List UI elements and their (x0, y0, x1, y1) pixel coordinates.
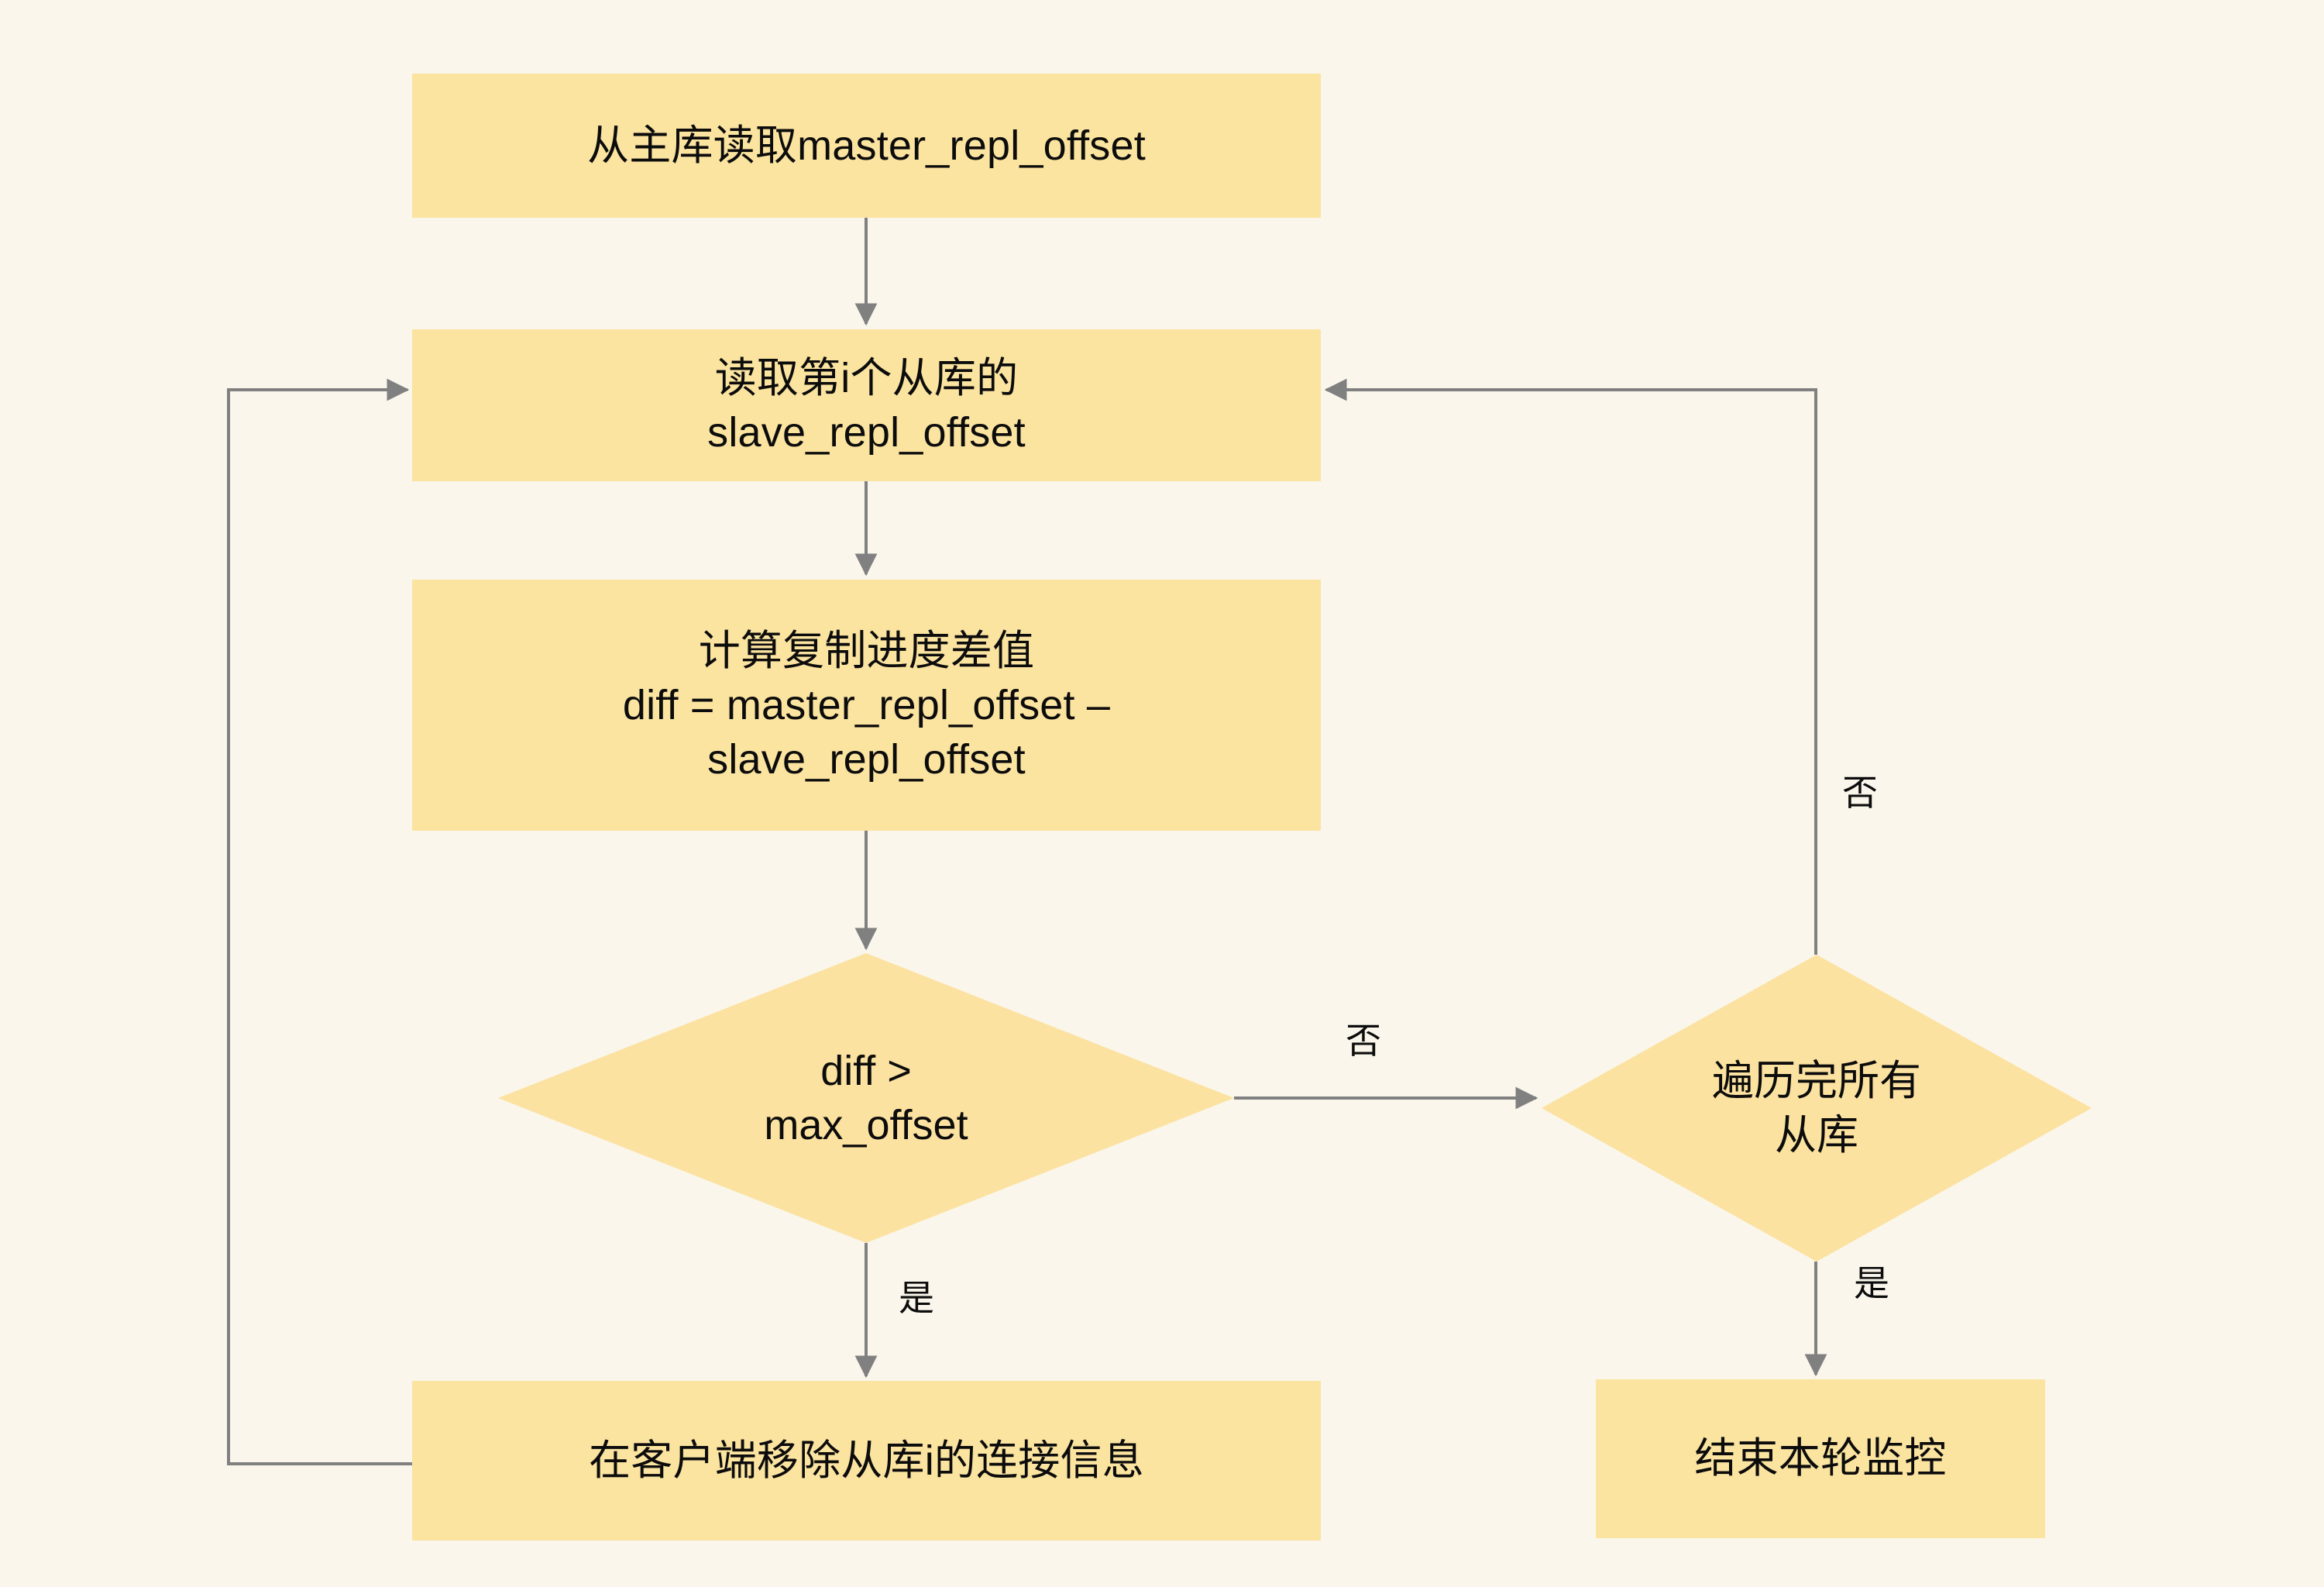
node-diff-check[interactable]: diff > max_offset (498, 953, 1234, 1243)
edge-remove-loop-to-slave (227, 378, 412, 1465)
node-calc-diff-label: 计算复制进度差值 diff = master_repl_offset – sla… (622, 627, 1111, 783)
node-read-slave-label: 读取第i个从库的 slave_repl_offset (707, 354, 1026, 456)
node-all-traversed[interactable]: 遍历完所有 从库 (1542, 955, 2092, 1262)
node-remove-slave-label: 在客户端移除从库i的连接信息 (589, 1437, 1144, 1484)
node-read-master-label: 从主库读取master_repl_offset (587, 122, 1146, 169)
node-calc-diff[interactable]: 计算复制进度差值 diff = master_repl_offset – sla… (412, 580, 1321, 831)
node-read-slave[interactable]: 读取第i个从库的 slave_repl_offset (412, 329, 1321, 481)
node-remove-slave[interactable]: 在客户端移除从库i的连接信息 (412, 1381, 1321, 1541)
node-end-round[interactable]: 结束本轮监控 (1596, 1379, 2045, 1538)
node-all-traversed-label: 遍历完所有 从库 (1712, 1057, 1921, 1158)
edge-label-traversed-yes: 是 (1854, 1263, 1889, 1303)
node-read-master[interactable]: 从主库读取master_repl_offset (412, 74, 1321, 218)
node-end-round-label: 结束本轮监控 (1694, 1435, 1947, 1482)
edge-traversed-no-to-slave (1324, 378, 1817, 955)
diamond-shape-all-traversed (1542, 955, 2092, 1262)
edge-label-check-yes: 是 (899, 1278, 934, 1318)
edge-label-traversed-no: 否 (1842, 773, 1878, 813)
edge-label-check-no: 否 (1346, 1021, 1381, 1061)
diamond-shape-diff-check (498, 953, 1234, 1243)
node-diff-check-label: diff > max_offset (764, 1047, 968, 1148)
